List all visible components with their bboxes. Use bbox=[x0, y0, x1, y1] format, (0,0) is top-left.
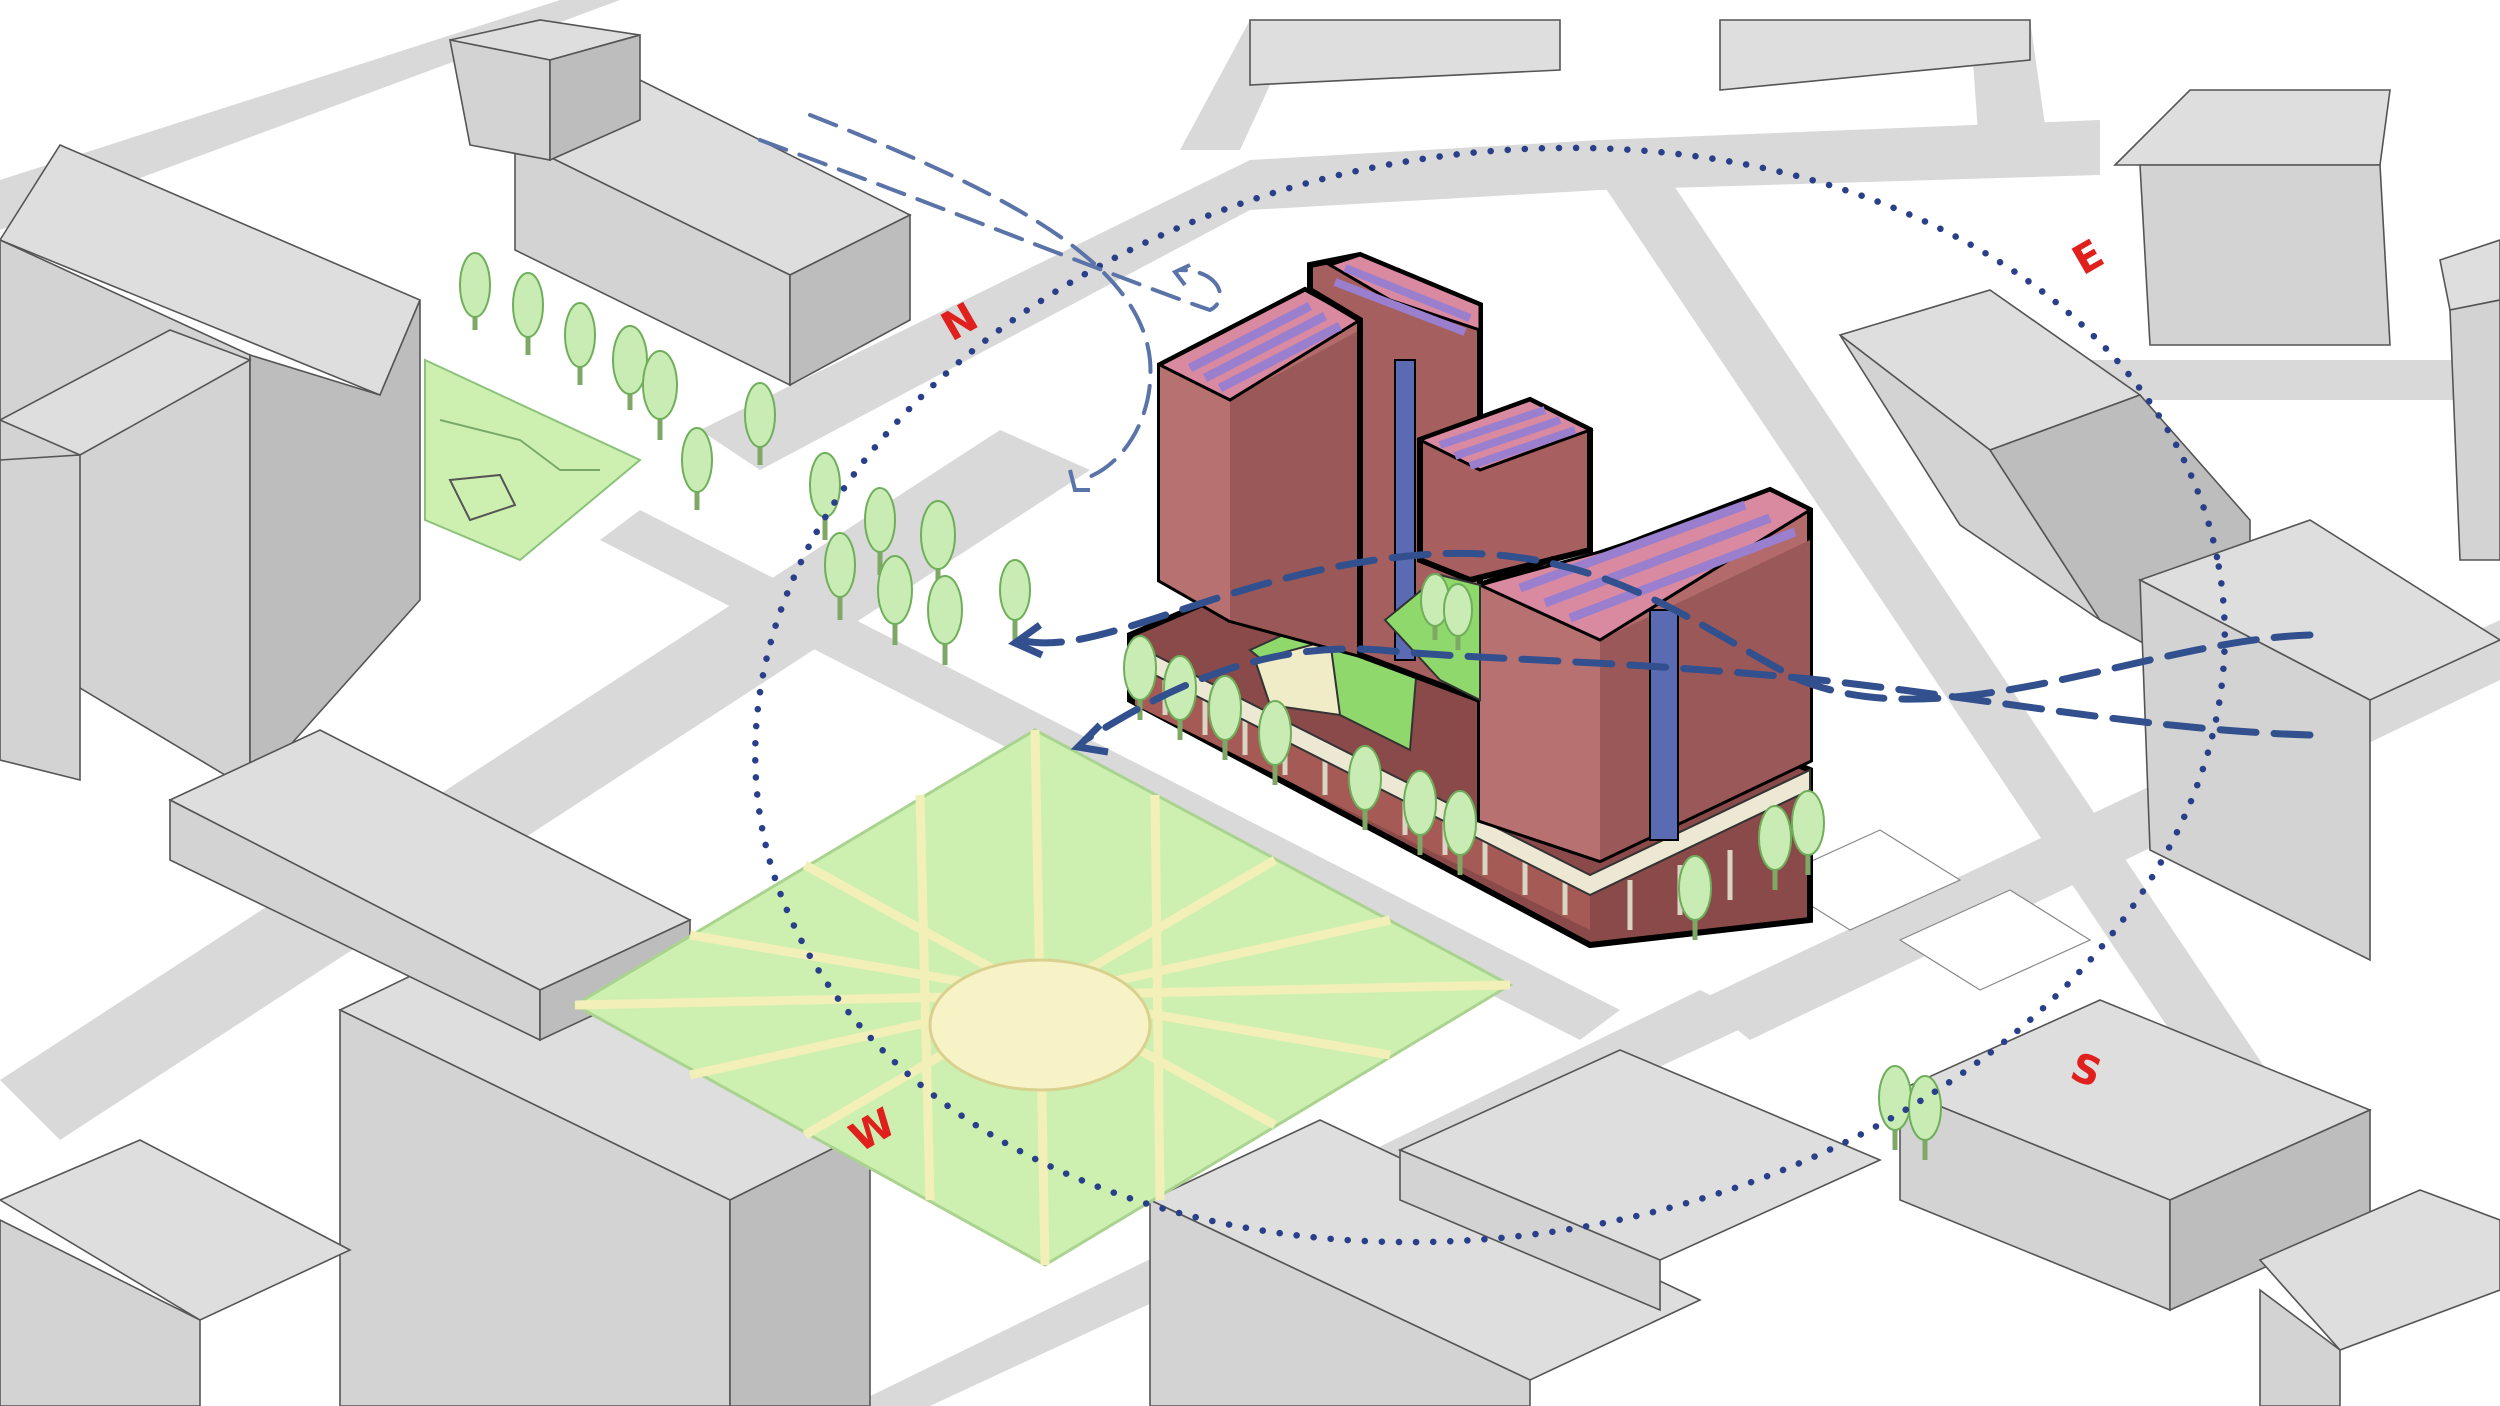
tree bbox=[565, 303, 595, 385]
tree bbox=[643, 351, 677, 440]
tree bbox=[928, 576, 962, 665]
tree bbox=[682, 428, 712, 510]
context-building bbox=[0, 1140, 350, 1406]
pocket-park bbox=[425, 360, 640, 560]
tree bbox=[878, 556, 912, 645]
context-building bbox=[1250, 20, 2030, 90]
tree bbox=[460, 253, 490, 330]
compass-east: E bbox=[2065, 231, 2112, 285]
tree bbox=[513, 273, 543, 355]
context-building bbox=[2140, 520, 2500, 960]
context-building bbox=[2115, 90, 2390, 345]
tree bbox=[810, 453, 840, 540]
wind-arrow-head bbox=[1175, 265, 1190, 285]
tree bbox=[613, 326, 647, 410]
